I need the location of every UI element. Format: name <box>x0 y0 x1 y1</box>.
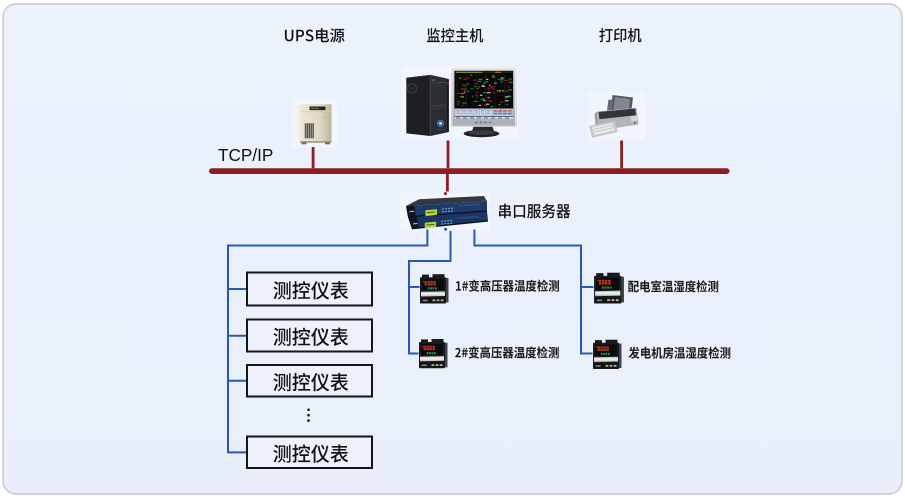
svg-text:TCP/IP: TCP/IP <box>218 145 273 165</box>
